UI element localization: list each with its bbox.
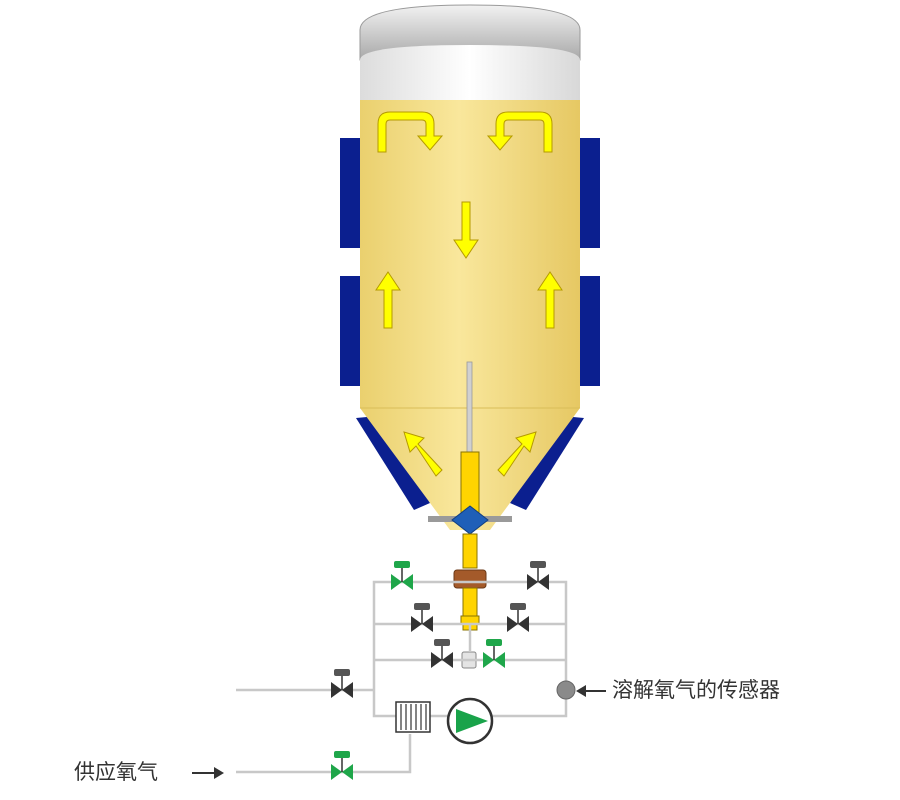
valve-low-right[interactable] — [483, 639, 505, 668]
valve-low-left[interactable] — [431, 639, 453, 668]
pipe-pump-to-sensor — [492, 698, 568, 718]
oxygen-supply-arrow — [192, 767, 224, 779]
sensor-pointer-arrow — [576, 685, 606, 697]
valve-top-left[interactable] — [391, 561, 413, 590]
do-sensor-label: 溶解氧气的传感器 — [612, 678, 780, 702]
pipe-oxygen-supply — [236, 734, 412, 774]
jacket-cone-right — [510, 416, 584, 510]
valve-oxygen-supply[interactable] — [331, 751, 353, 780]
pipe-outer-loop — [372, 580, 568, 690]
oxygen-supply-label: 供应氧气 — [74, 760, 158, 784]
curved-arrow-left-icon — [377, 111, 444, 153]
circulation-arrows — [375, 111, 563, 477]
valve-top-right[interactable] — [527, 561, 549, 590]
valve-mid-left[interactable] — [411, 603, 433, 632]
coupling — [453, 569, 487, 589]
down-arrow-icon — [453, 201, 479, 259]
probe-rod — [466, 361, 473, 463]
valve-mid-right[interactable] — [507, 603, 529, 632]
shaft-mid — [462, 533, 478, 569]
valve-supply-upper[interactable] — [331, 669, 353, 698]
liquid-cylinder — [360, 100, 580, 408]
shaft-upper — [460, 451, 480, 515]
valves — [331, 561, 549, 780]
tank-headspace-lower — [360, 60, 580, 100]
up-arrow-left-icon — [375, 271, 401, 329]
pipe-to-mixer — [372, 690, 396, 718]
piping — [236, 580, 568, 774]
curved-arrow-right-icon — [486, 111, 553, 153]
tank-dome — [359, 4, 581, 61]
jacket-cone-left — [356, 416, 430, 510]
diagonal-arrow-left-icon — [403, 431, 443, 477]
up-arrow-right-icon — [537, 271, 563, 329]
circulation-pump-icon[interactable] — [446, 697, 494, 745]
gas-mixer — [395, 701, 431, 733]
diagonal-arrow-right-icon — [497, 431, 537, 477]
do-sensor-icon[interactable] — [556, 680, 576, 700]
